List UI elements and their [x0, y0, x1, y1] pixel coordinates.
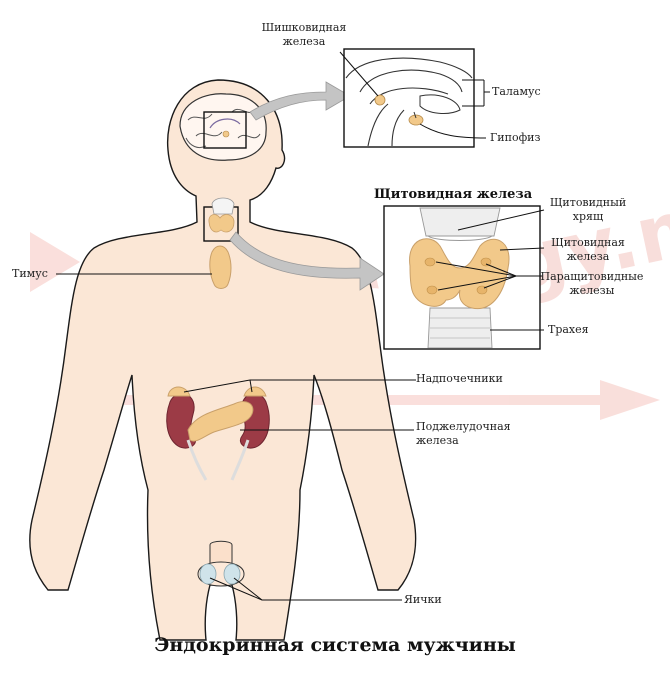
label-thyroid-cartilage-line1: Щитовидный	[549, 196, 627, 209]
adrenal-left	[167, 386, 191, 397]
label-pancreas: Поджелудочная железа	[416, 420, 511, 448]
brain-zoom-box	[203, 111, 247, 149]
label-thalamus: Таламус	[492, 85, 541, 98]
label-pituitary: Гипофиз	[490, 131, 541, 144]
label-parathyroid-line2: железы	[569, 284, 615, 297]
label-thyroid-cartilage: Щитовидный хрящ	[540, 196, 636, 224]
label-thyroid-gland-line1: Щитовидная	[551, 236, 625, 249]
pancreas	[187, 401, 254, 442]
label-thyroid-gland-line2: железа	[566, 250, 610, 263]
ureter-right	[230, 439, 250, 481]
label-pineal-line2: железа	[282, 35, 326, 48]
label-parathyroid: Паращитовидные железы	[536, 270, 648, 298]
body-silhouette	[29, 79, 417, 641]
thymus	[209, 245, 232, 289]
label-pancreas-line2: железа	[416, 434, 459, 447]
testis-left	[199, 563, 217, 585]
brain-inset	[343, 48, 475, 148]
thyroid-arrow	[229, 231, 385, 291]
label-pineal: Шишковидная железа	[256, 21, 352, 49]
brain	[179, 93, 267, 161]
parathyroid-2	[426, 285, 438, 295]
parathyroid-1	[424, 257, 436, 267]
ureter-left	[186, 439, 208, 481]
label-trachea: Трахея	[548, 323, 589, 336]
label-adrenals: Надпочечники	[416, 372, 503, 385]
adrenal-right	[243, 386, 267, 397]
label-pancreas-line1: Поджелудочная	[416, 420, 511, 433]
brain-arrow	[249, 81, 351, 121]
diagram-title: Эндокринная система мужчины	[154, 634, 516, 656]
label-thyroid-cartilage-line2: хрящ	[572, 210, 604, 223]
label-parathyroid-line1: Паращитовидные	[540, 270, 644, 283]
label-thyroid-gland: Щитовидная железа	[540, 236, 636, 264]
thyroid-inset-title: Щитовидная железа	[374, 187, 533, 202]
label-testes: Яички	[404, 593, 442, 606]
label-pineal-line1: Шишковидная	[261, 21, 347, 34]
thyroid-small	[208, 214, 235, 233]
parathyroid-3	[480, 257, 492, 267]
label-thymus: Тимус	[12, 267, 48, 280]
pituitary-gland	[408, 114, 424, 126]
pineal-gland	[374, 94, 386, 106]
